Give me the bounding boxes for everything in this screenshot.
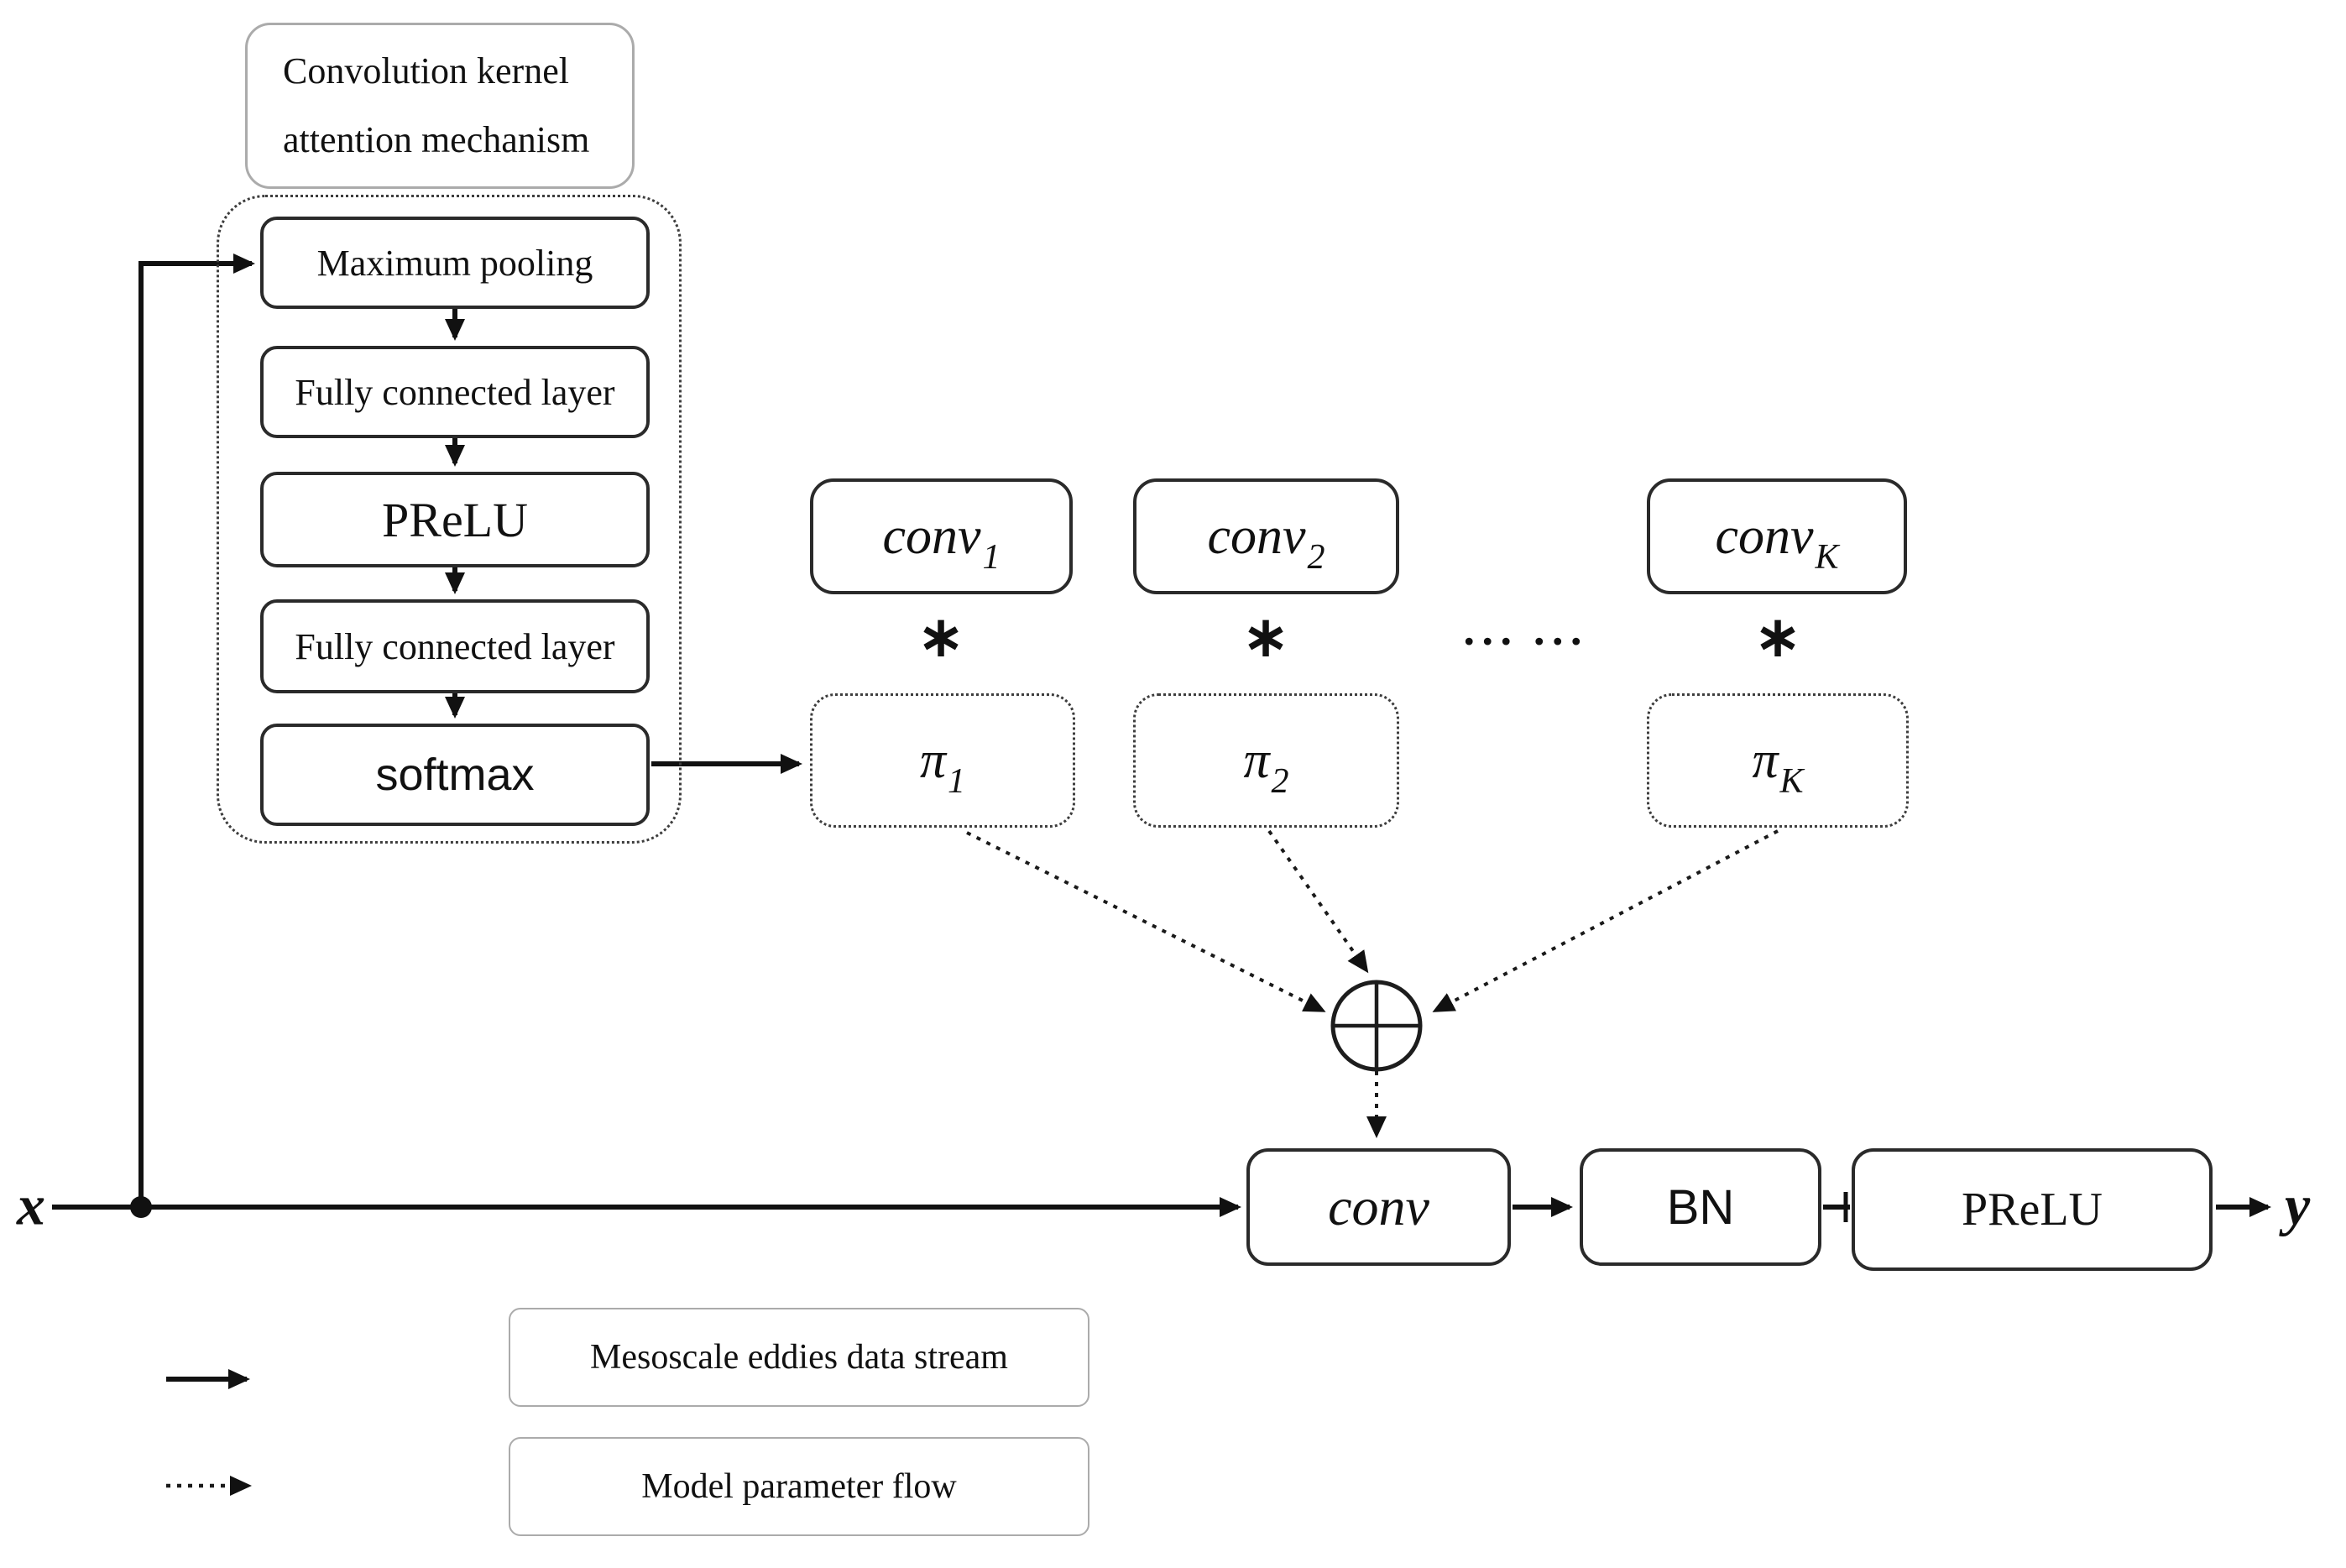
legend-parameter-flow-box: Model parameter flow (509, 1437, 1089, 1536)
weight-pi-1-label: π1 (919, 731, 966, 801)
prelu-output-box: PReLU (1852, 1148, 2213, 1271)
conv-kernel-K-label: convK (1715, 507, 1839, 577)
prelu-attention-box: PReLU (260, 472, 650, 567)
convolution-operator-K: ∗ (1754, 607, 1801, 668)
branch-junction-dot (130, 1196, 152, 1218)
softmax-label: softmax (375, 750, 535, 800)
weight2-to-sum-arrow (1267, 829, 1369, 974)
legend-data-stream-box: Mesoscale eddies data stream (509, 1308, 1089, 1407)
softmax-box: softmax (260, 724, 650, 826)
kernel-ellipsis: ··· ··· (1461, 616, 1587, 666)
legend-parameter-flow-label: Model parameter flow (641, 1467, 957, 1506)
attention-mechanism-container (217, 195, 682, 844)
prelu-attention-label: PReLU (382, 492, 528, 547)
batch-norm-box: BN (1580, 1148, 1821, 1266)
weight-pi-2-box: π2 (1133, 693, 1399, 828)
conv-label: conv (1328, 1177, 1429, 1236)
convolution-operator-2: ∗ (1242, 607, 1289, 668)
input-x-label: x (17, 1173, 45, 1237)
fully-connected-layer-1-box: Fully connected layer (260, 346, 650, 438)
prelu-output-label: PReLU (1962, 1184, 2103, 1236)
input-to-attention-arrow (138, 253, 255, 1207)
weightK-to-sum-arrow (1432, 829, 1779, 1012)
fully-connected-layer-2-box: Fully connected layer (260, 599, 650, 693)
weight-pi-K-box: πK (1647, 693, 1909, 828)
circled-plus-icon (1330, 980, 1423, 1072)
weight-pi-1-box: π1 (810, 693, 1075, 828)
fully-connected-layer-2-label: Fully connected layer (295, 625, 615, 667)
conv-kernel-2-label: conv2 (1207, 507, 1325, 577)
attention-title-line1: Convolution kernel (283, 50, 569, 91)
maximum-pooling-box: Maximum pooling (260, 217, 650, 309)
weight-pi-K-label: πK (1752, 731, 1804, 801)
conv-box: conv (1246, 1148, 1511, 1266)
weight1-to-sum-arrow (966, 831, 1326, 1012)
attention-title-line2: attention mechanism (283, 119, 590, 160)
conv-kernel-1-box: conv1 (810, 478, 1073, 594)
maximum-pooling-label: Maximum pooling (316, 242, 593, 284)
weight-pi-2-label: π2 (1243, 731, 1289, 801)
conv-kernel-K-box: convK (1647, 478, 1907, 594)
output-y-label: y (2285, 1173, 2311, 1237)
batch-norm-label: BN (1666, 1179, 1735, 1235)
conv-kernel-1-label: conv1 (882, 507, 1001, 577)
conv-kernel-2-box: conv2 (1133, 478, 1399, 594)
attention-title-box: Convolution kernel attention mechanism (245, 23, 635, 189)
convolution-operator-1: ∗ (917, 607, 964, 668)
fully-connected-layer-1-label: Fully connected layer (295, 371, 615, 413)
legend-data-stream-label: Mesoscale eddies data stream (590, 1338, 1008, 1377)
